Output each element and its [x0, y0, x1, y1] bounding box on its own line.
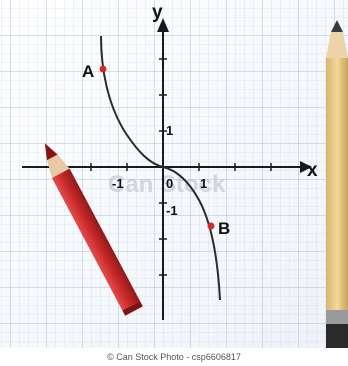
yellow-pencil-body [326, 58, 348, 310]
red-pencil-tip [44, 143, 58, 161]
tick-label-origin: 0 [166, 176, 173, 191]
x-axis-label: x [307, 160, 318, 181]
yellow-pencil [326, 20, 348, 348]
y-axis-ticks [159, 58, 167, 276]
y-axis-arrow-icon [157, 18, 169, 32]
tick-label-y-neg1: -1 [166, 203, 178, 218]
red-pencil-body [51, 168, 141, 311]
tick-label-x-1: 1 [200, 176, 207, 191]
point-b-label: B [218, 219, 230, 238]
tick-label-y-1: 1 [166, 123, 173, 138]
red-pencil-end [122, 301, 143, 316]
watermark: Can Stock [108, 171, 226, 198]
x-axis-arrow-icon [300, 161, 312, 173]
y-axis-label: y [152, 2, 163, 23]
photo-credit: © Can Stock Photo - csp6606817 [107, 352, 241, 362]
point-b [207, 222, 215, 230]
red-pencil [44, 143, 143, 316]
point-a [99, 65, 107, 73]
point-a-label: A [82, 62, 94, 81]
red-pencil-wood [47, 154, 70, 179]
graph-paper-scene: Can Stock x y 1 -1 0 1 -1 A B [0, 0, 348, 348]
yellow-pencil-tip [331, 20, 343, 32]
tick-label-x-neg1: -1 [112, 176, 124, 191]
yellow-pencil-eraser [326, 324, 348, 348]
function-curve [100, 35, 221, 301]
yellow-pencil-ferrule [326, 310, 348, 324]
yellow-pencil-wood [326, 32, 348, 58]
